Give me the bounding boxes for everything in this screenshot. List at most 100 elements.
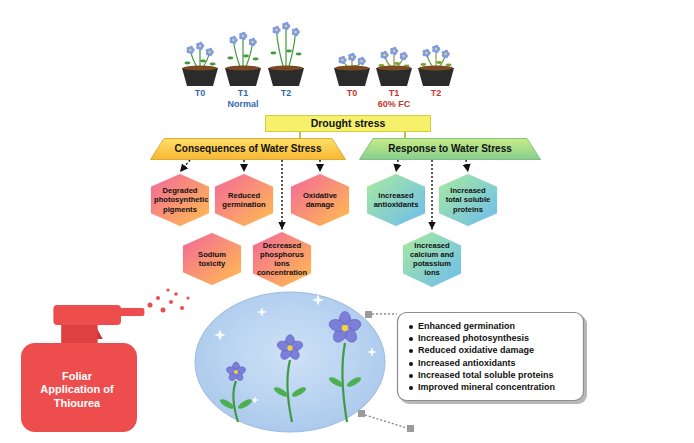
treatment-label: T1: [238, 88, 249, 98]
group-label: Normal: [227, 99, 258, 109]
stress-band: Drought stress: [265, 115, 431, 132]
bullet-item: Increased total soluble proteins: [408, 370, 574, 381]
response-hexagon: Increased calcium and potassium ions: [402, 231, 462, 288]
flower-leaf: [346, 375, 363, 388]
hexagon-fill: [151, 174, 210, 227]
plant-leaf: [243, 55, 249, 58]
sparkle: [312, 294, 324, 306]
node-text: Oxidative damage: [294, 191, 346, 209]
soil: [183, 66, 217, 71]
flower-center: [435, 48, 437, 50]
flower-center: [342, 325, 349, 332]
flower-center: [444, 53, 446, 55]
bullet-item: Reduced oxidative damage: [408, 345, 574, 356]
pot: [334, 68, 370, 86]
node-text: Drought stress: [270, 117, 426, 130]
pot: [376, 68, 412, 86]
plant-leaf: [446, 64, 452, 67]
soil: [377, 66, 411, 71]
node-text: Response to Water Stress: [374, 143, 526, 155]
soil: [269, 66, 303, 71]
text-block: Enhanced germinationIncreased photosynth…: [408, 319, 574, 394]
flower-center: [242, 35, 244, 37]
spray-droplet: [186, 296, 189, 299]
flower-center: [425, 52, 427, 54]
flower-center: [251, 41, 253, 43]
flower-center: [402, 55, 404, 57]
sparkle: [367, 347, 377, 357]
flower-center: [341, 59, 343, 61]
group-label: 60% FC: [378, 99, 411, 109]
potted-plant: [225, 32, 261, 86]
flower-leaf: [291, 385, 308, 398]
hexagon-fill: [215, 174, 274, 227]
dotted-arrow: [431, 160, 432, 230]
plant-leaf: [210, 63, 216, 66]
pot: [268, 68, 304, 86]
spray-bottle-outline: [17, 299, 147, 433]
treated-flowers: [219, 312, 363, 423]
flower-center: [393, 50, 395, 52]
bullet-dot: [409, 337, 413, 341]
flower-leaf: [328, 375, 345, 388]
hexagon-fill: [403, 231, 462, 287]
node-text: Increased calcium and potassium ions: [406, 241, 458, 277]
text-block: Decreased phosphorus ions concentration: [256, 241, 308, 277]
response-hexagon: Increased total soluble proteins: [438, 173, 498, 227]
treatment-label: T2: [281, 88, 292, 98]
plant-stem: [276, 30, 283, 68]
bullet-dot: [409, 386, 413, 390]
node-text: Consequences of Water Stress: [165, 143, 331, 155]
plant-stem: [242, 36, 243, 68]
node-text: Increased antioxidants: [370, 191, 422, 209]
flower-stem: [287, 360, 292, 422]
bottle-body: [21, 343, 137, 432]
trapezoid-fill: [151, 139, 346, 160]
text-block: Reduced germination: [218, 191, 270, 209]
text-block: Increased calcium and potassium ions: [406, 241, 458, 277]
treatment-label: T1: [389, 88, 400, 98]
plant-leaf: [253, 58, 259, 61]
connector-line: [404, 132, 406, 139]
panel-fill: [398, 313, 584, 401]
spray-mist: [148, 288, 190, 312]
treatment-label: T2: [431, 88, 442, 98]
flower-center: [234, 370, 238, 374]
plant-stem: [288, 32, 295, 68]
text-block: Increased antioxidants: [370, 191, 422, 209]
plant-stem: [233, 40, 240, 68]
potted-plant: [376, 47, 412, 86]
band-fill: [266, 115, 431, 131]
flower-stem: [342, 343, 347, 422]
node-text: Increased total soluble proteins: [442, 186, 494, 213]
spray-droplet: [166, 288, 169, 291]
plant-leaf: [420, 63, 426, 66]
text-block: Sodium toxicity: [186, 250, 238, 268]
flower: [219, 362, 254, 422]
spray-droplet: [161, 308, 166, 313]
sparkle: [214, 329, 226, 341]
treatment-label: T0: [347, 88, 358, 98]
flower-leaf: [273, 385, 290, 398]
soil: [226, 66, 260, 71]
node-text: Sodium toxicity: [186, 250, 238, 268]
category-trapezoid: Response to Water Stress: [359, 138, 541, 160]
node-text: Decreased phosphorus ions concentration: [256, 241, 308, 277]
flower-stem: [233, 381, 238, 422]
spray-droplet: [156, 296, 160, 300]
pot: [182, 68, 218, 86]
bullet-item: Increased photosynthesis: [408, 333, 574, 344]
flower-center: [208, 51, 210, 53]
spray-droplet: [174, 292, 178, 296]
text-block: Drought stress: [270, 117, 426, 130]
node-text: Degraded photosynthetic pigments: [154, 186, 206, 213]
flower-center: [360, 60, 362, 62]
hexagon-fill: [291, 174, 350, 227]
treated-plant-circle: [195, 292, 385, 432]
text-block: Response to Water Stress: [374, 143, 526, 155]
flower-center: [351, 56, 353, 58]
plant-leaf: [270, 52, 276, 55]
flower-petal: [226, 366, 238, 376]
node-text: Reduced germination: [218, 191, 270, 209]
flower-center: [275, 29, 277, 31]
